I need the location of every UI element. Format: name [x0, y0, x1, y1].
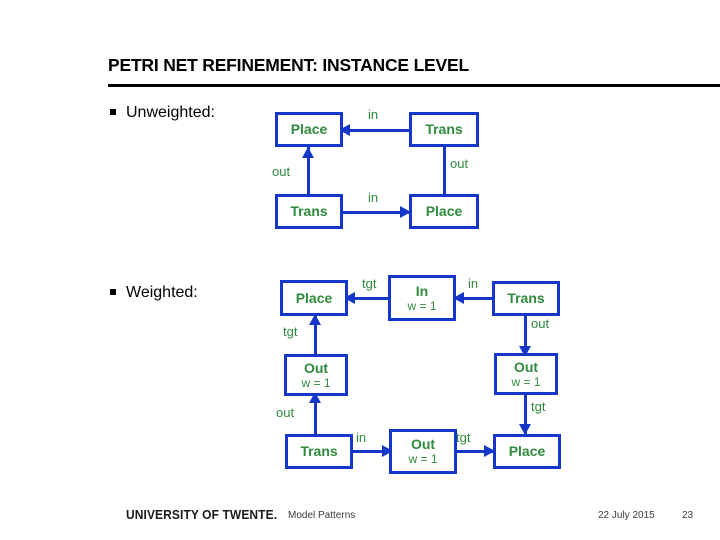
arrow-head-up: [309, 392, 321, 403]
node-weight: w = 1: [511, 374, 541, 389]
page-title: PETRI NET REFINEMENT: INSTANCE LEVEL: [108, 55, 469, 75]
section-label-text: Weighted:: [126, 284, 198, 301]
node-place[interactable]: Place: [280, 280, 348, 316]
title-divider: [108, 84, 720, 87]
edge-line-out-tr: [524, 310, 527, 357]
node-label: Trans: [300, 443, 338, 460]
node-trans[interactable]: Trans: [275, 194, 343, 229]
edge-line-in-bottom: [353, 450, 391, 453]
node-label: Place: [425, 203, 463, 220]
edge-line-in-bottom: [343, 211, 409, 214]
edge-line-out-right: [443, 147, 446, 211]
section-label-text: Unweighted:: [126, 104, 215, 121]
section-label-unweighted: Unweighted:: [110, 104, 215, 122]
node-trans[interactable]: Trans: [492, 281, 560, 316]
footer-date: 22 July 2015: [598, 510, 655, 521]
edge-line-in-top: [343, 129, 409, 132]
node-label: Place: [290, 121, 328, 138]
edge-label-out: out: [276, 405, 295, 420]
bullet-square-icon: [110, 289, 116, 295]
edge-label-tgt: tgt: [362, 276, 377, 291]
edge-label-in: in: [368, 190, 379, 205]
node-out-arc[interactable]: Out w = 1: [284, 354, 348, 396]
node-label: Place: [508, 443, 546, 460]
edge-line-tgt-bottom: [457, 450, 493, 453]
arrow-head-right: [400, 206, 411, 218]
node-label: In: [415, 282, 429, 299]
node-label: Trans: [425, 121, 463, 138]
edge-label-out: out: [272, 164, 291, 179]
arrow-head-right: [484, 445, 495, 457]
node-place[interactable]: Place: [275, 112, 343, 147]
edge-line-out-left: [314, 392, 317, 438]
arrow-head-down: [519, 346, 531, 357]
edge-label-out: out: [531, 316, 550, 331]
node-weight: w = 1: [407, 298, 437, 313]
arrow-head-left: [344, 292, 355, 304]
node-trans[interactable]: Trans: [409, 112, 479, 147]
node-out-arc[interactable]: Out w = 1: [494, 353, 558, 395]
node-weight: w = 1: [301, 375, 331, 390]
node-label: Out: [410, 436, 436, 453]
section-label-weighted: Weighted:: [110, 284, 198, 302]
arrow-head-left: [453, 292, 464, 304]
arrow-head-up: [309, 314, 321, 325]
node-label: Place: [295, 289, 333, 306]
university-logo: UNIVERSITY OF TWENTE.: [126, 508, 278, 522]
edge-label-tgt: tgt: [283, 324, 298, 339]
edge-line-tgt-top: [348, 297, 388, 300]
node-label: Trans: [290, 203, 328, 220]
arrow-head-left: [339, 124, 350, 136]
edge-label-out: out: [450, 156, 469, 171]
node-trans[interactable]: Trans: [285, 434, 353, 469]
edge-line-in-top: [457, 297, 492, 300]
edge-line-tgt-left: [314, 314, 317, 358]
edge-label-in: in: [356, 430, 367, 445]
edge-label-in: in: [468, 276, 479, 291]
edge-label-in: in: [368, 107, 379, 122]
arrow-head-down: [519, 424, 531, 435]
edge-line-out-left: [307, 147, 310, 211]
arrow-head-right: [382, 445, 393, 457]
edge-label-tgt: tgt: [531, 399, 546, 414]
footer-subject: Model Patterns: [288, 510, 356, 521]
bullet-square-icon: [110, 109, 116, 115]
node-label: Trans: [507, 290, 545, 307]
node-weight: w = 1: [408, 452, 438, 467]
footer-page-number: 23: [682, 510, 694, 521]
node-label: Out: [513, 358, 539, 375]
node-label: Out: [303, 359, 329, 376]
arrow-head-up: [302, 147, 314, 158]
node-place[interactable]: Place: [493, 434, 561, 469]
node-place[interactable]: Place: [409, 194, 479, 229]
node-out-arc[interactable]: Out w = 1: [389, 429, 457, 474]
node-in-arc[interactable]: In w = 1: [388, 275, 456, 321]
edge-line-tgt-right: [524, 389, 527, 435]
edge-label-tgt: tgt: [456, 430, 471, 445]
